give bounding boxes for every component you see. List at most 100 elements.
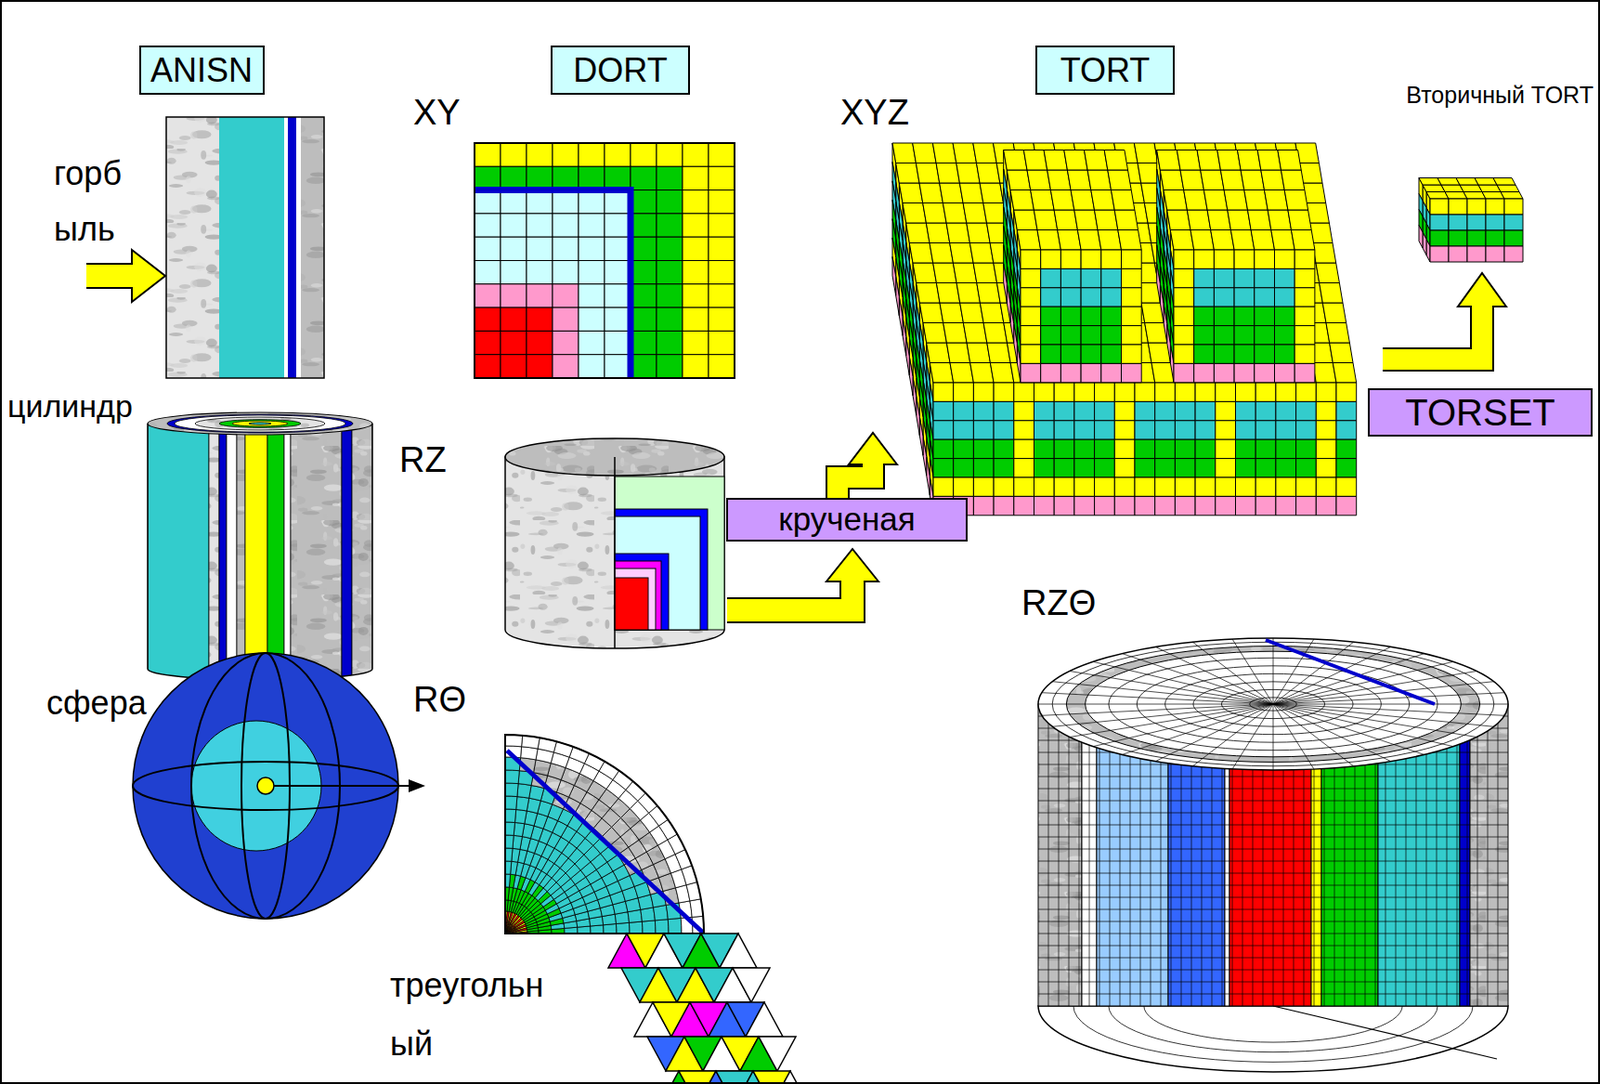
arrow-shaft: [837, 461, 873, 498]
view-label: RZ: [399, 440, 447, 482]
mesh-cell: [1163, 190, 1187, 211]
mesh-cell: [1053, 439, 1075, 458]
box-text: крученая: [778, 501, 915, 538]
mesh-cell: [500, 166, 527, 190]
mesh-cell: [682, 143, 709, 167]
mesh-cell: [682, 190, 709, 214]
mesh-cell: [1155, 439, 1176, 458]
mesh-cell: [1074, 209, 1098, 231]
mesh-cell: [1234, 344, 1255, 364]
mesh-cell: [1422, 232, 1427, 256]
mesh-cell: [1500, 192, 1523, 200]
mesh-cell: [1275, 420, 1297, 440]
method-box: TORSET: [1367, 388, 1593, 437]
mesh-cell: [656, 284, 683, 308]
mesh-cell: [1094, 439, 1116, 458]
cylinder-layer: [208, 408, 220, 688]
mesh-cell: [552, 166, 579, 190]
mesh-cell: [993, 477, 1015, 496]
cylinder-layer: [290, 408, 342, 688]
mesh-cell: [1060, 363, 1081, 382]
mesh-cell: [682, 284, 709, 308]
mesh-cell: [1191, 363, 1215, 384]
mesh-cell: [1255, 458, 1276, 478]
mesh-cell: [1074, 477, 1095, 496]
mesh-cell: [912, 376, 917, 416]
mesh-cell: [1296, 401, 1317, 420]
mesh-cell: [1010, 303, 1015, 343]
mesh-cell: [973, 495, 994, 515]
mesh-cell: [708, 143, 735, 167]
mesh-triangle: [758, 1036, 796, 1071]
mesh-cell: [1315, 401, 1337, 420]
mesh-cell: [1014, 323, 1018, 363]
mesh-cell: [1020, 287, 1041, 307]
mesh-cell: [1430, 230, 1449, 247]
mesh-cell: [902, 316, 907, 356]
mesh-cell: [1294, 287, 1315, 307]
mesh-cell: [1094, 495, 1116, 515]
method-box: TORT: [1035, 45, 1175, 95]
mesh-cell: [1274, 306, 1296, 326]
mesh-cell: [1213, 325, 1235, 345]
mesh-cell: [1294, 249, 1315, 269]
rztheta-figure: [1038, 637, 1509, 1072]
mesh-cell: [1430, 246, 1449, 262]
mesh-cell: [1275, 477, 1297, 496]
mesh-cell: [1043, 150, 1067, 171]
mesh-cell: [1275, 382, 1297, 402]
mesh-cell: [1254, 287, 1275, 307]
mesh-cell: [1016, 343, 1021, 383]
mesh-cell: [1014, 495, 1035, 515]
mesh-cell: [1194, 268, 1215, 287]
mesh-cell: [630, 354, 657, 378]
mesh-cell: [604, 330, 631, 354]
rz-figure: [505, 438, 725, 649]
mesh-cell: [1040, 249, 1062, 269]
mesh-cell: [1213, 287, 1235, 307]
cylinder-ring: [232, 420, 288, 427]
mesh-cell: [630, 260, 657, 285]
mesh-cell: [526, 166, 553, 190]
mesh-cell: [896, 276, 900, 316]
sphere-figure: [132, 652, 426, 919]
view-label: XY: [413, 92, 461, 134]
mesh-cell: [1053, 495, 1075, 515]
mesh-cell: [1084, 150, 1108, 171]
mesh-cell: [1134, 477, 1156, 496]
cylinder-layer: [284, 408, 291, 688]
mesh-cell: [1319, 283, 1343, 304]
mesh-cell: [1064, 150, 1088, 171]
mesh-cell: [578, 284, 605, 308]
slab-layer: [166, 117, 220, 378]
mesh-cell: [630, 236, 657, 261]
mesh-cell: [552, 236, 579, 261]
rz-axis-edge: [613, 456, 616, 649]
mesh-cell: [630, 143, 657, 167]
mesh-cell: [1284, 190, 1308, 211]
mesh-cell: [976, 163, 1001, 184]
mesh-cell: [946, 222, 970, 244]
mesh-cell: [1134, 420, 1156, 440]
mesh-cell: [1074, 495, 1095, 515]
mesh-cell: [1281, 169, 1305, 191]
mesh-cell: [926, 455, 931, 495]
mesh-cell: [505, 734, 523, 747]
mesh-cell: [1030, 190, 1054, 211]
mesh-cell: [1195, 420, 1216, 440]
mesh-cell: [1053, 209, 1078, 231]
cylinder-layer: [351, 408, 373, 688]
mesh-cell: [1234, 306, 1255, 326]
mesh-cell: [1430, 198, 1449, 215]
mesh-cell: [604, 307, 631, 331]
mesh-cell: [1014, 420, 1035, 440]
rztheta-bottom-ring: [1144, 1005, 1403, 1042]
mesh-cell: [1060, 306, 1081, 326]
mesh-cell: [1034, 458, 1055, 478]
mesh-cell: [1315, 382, 1337, 402]
mesh-cell: [993, 420, 1015, 440]
mesh-cell: [916, 283, 940, 304]
mesh-cell: [1255, 439, 1276, 458]
mesh-cell: [1155, 495, 1176, 515]
